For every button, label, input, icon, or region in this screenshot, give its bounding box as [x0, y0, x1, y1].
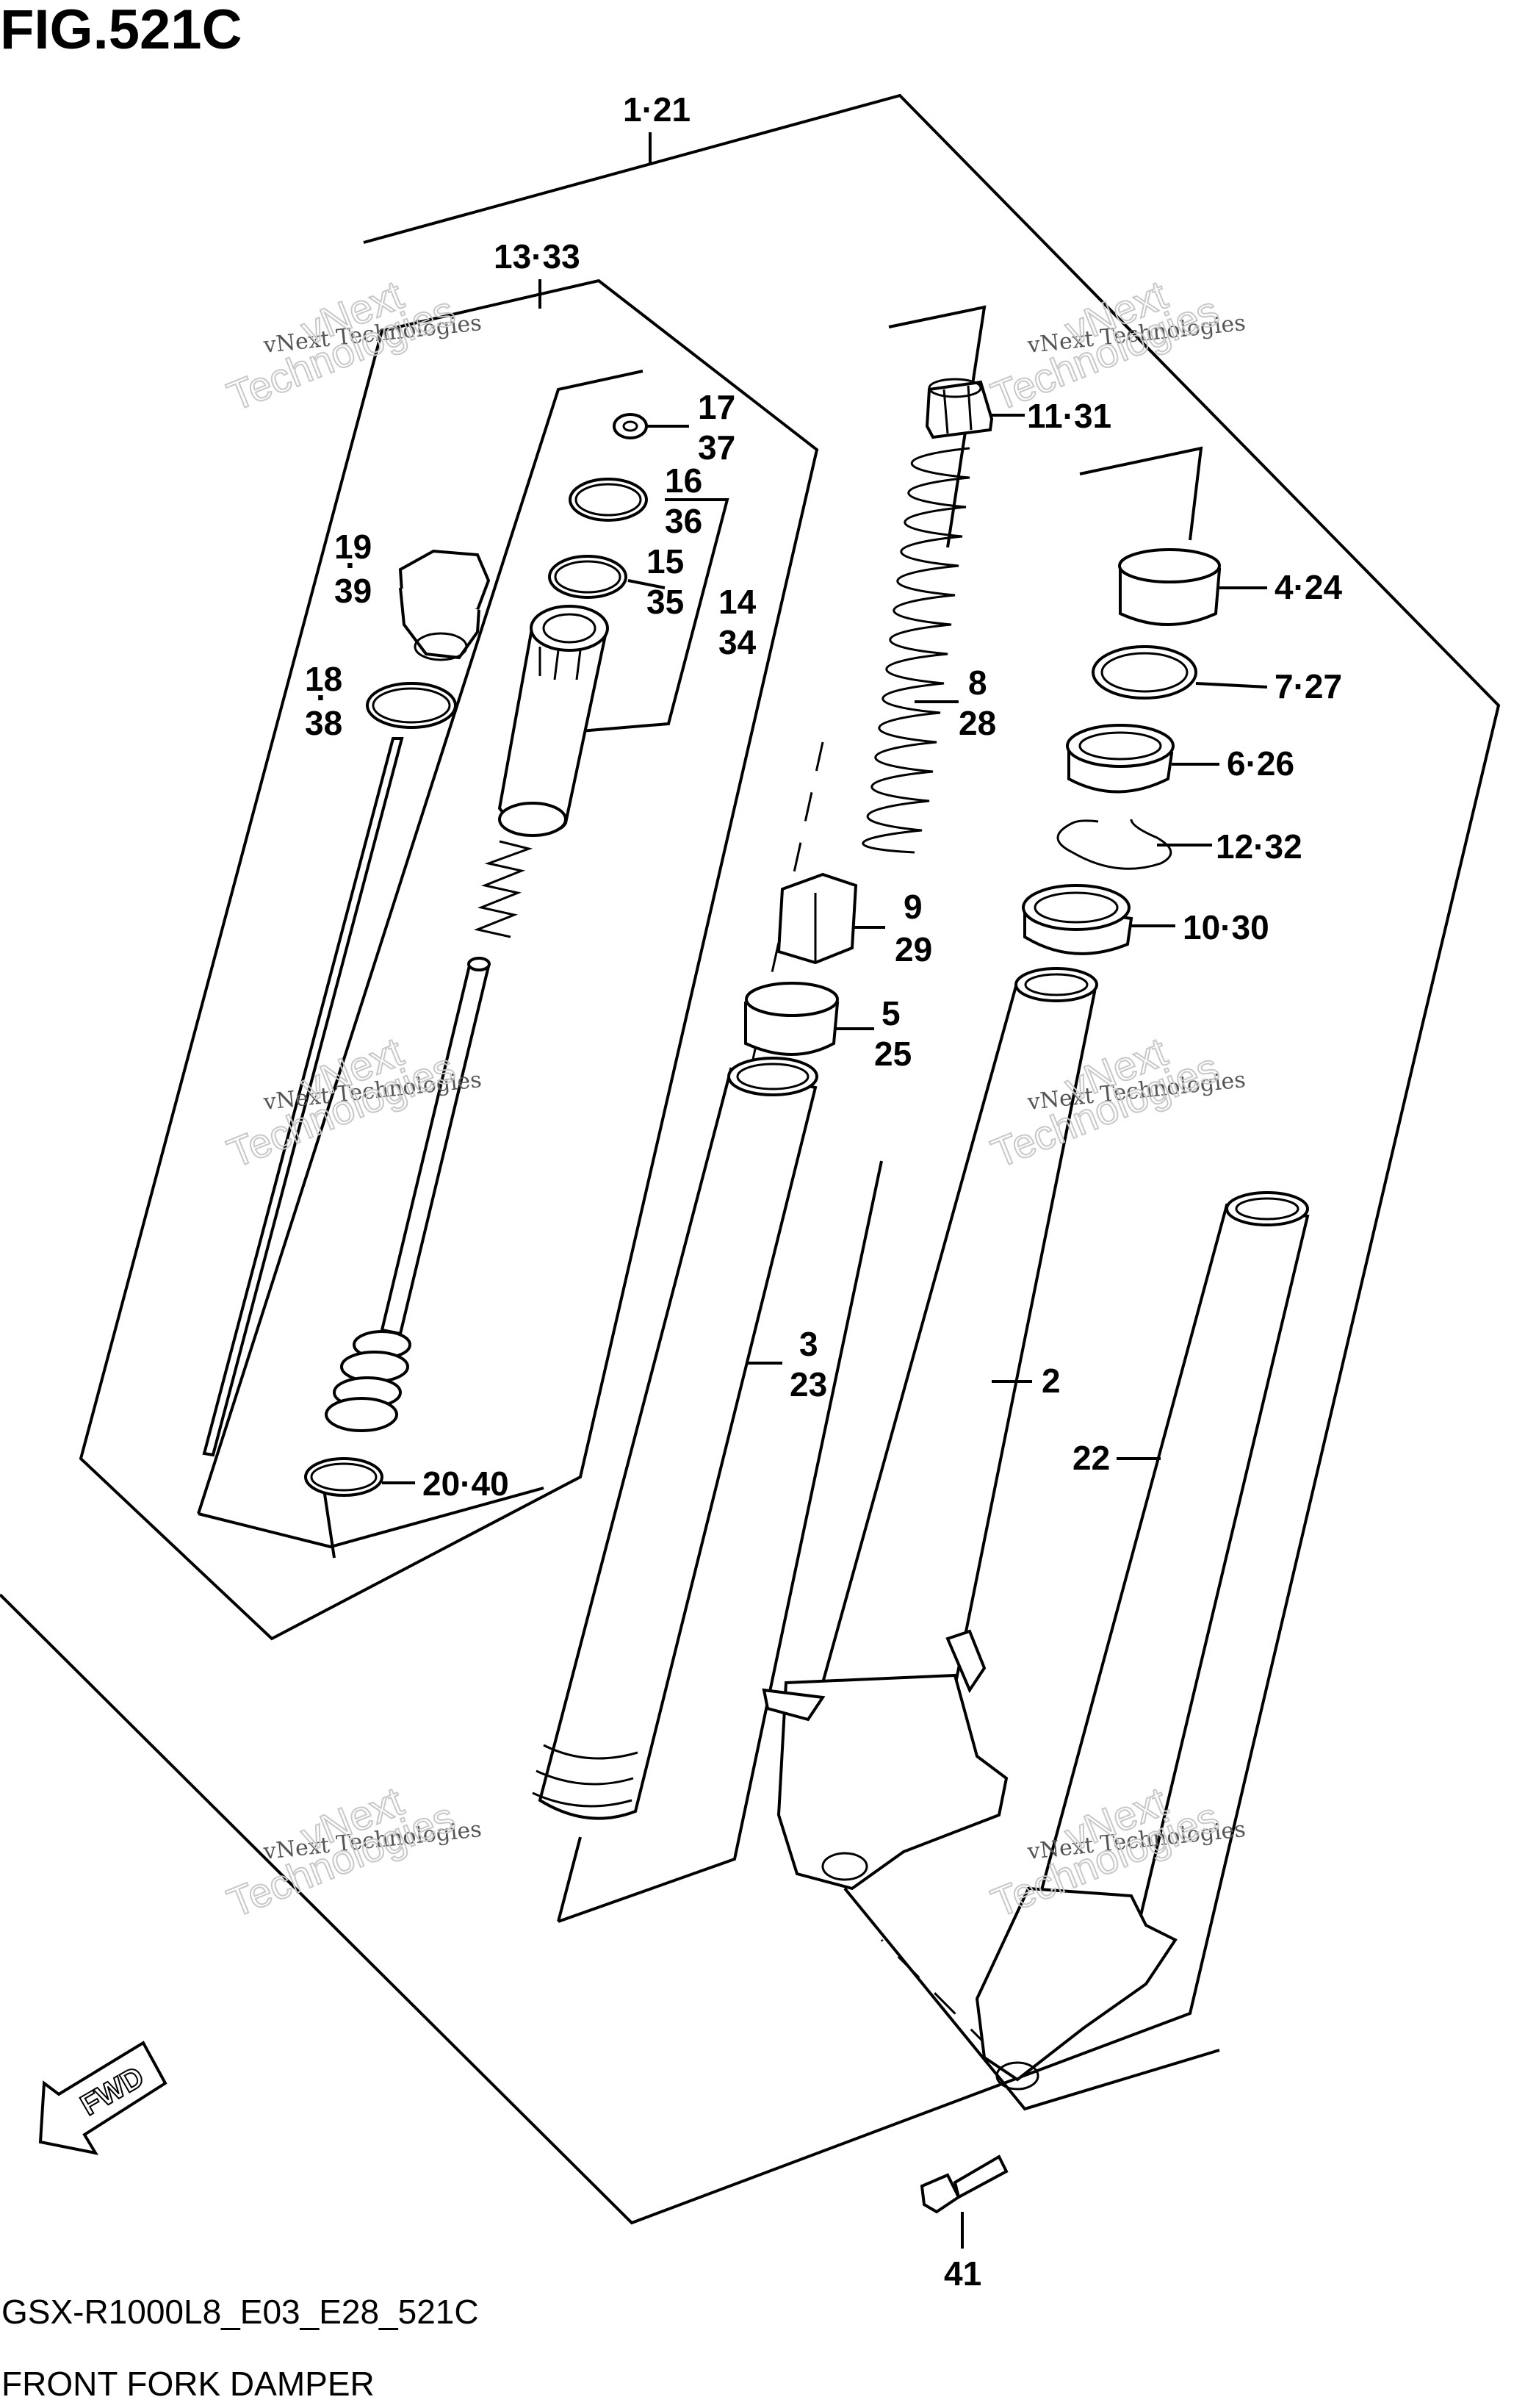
callout-23[interactable]: 23 [790, 1365, 827, 1404]
callout-7-27[interactable]: 7·27 [1275, 667, 1342, 705]
callout-3[interactable]: 3 [799, 1325, 818, 1363]
part-damper-rod[interactable] [202, 737, 404, 1457]
part-nut-17[interactable] [613, 413, 648, 439]
figure-title: FIG.521C [0, 0, 242, 61]
callout-5[interactable]: 5 [882, 994, 901, 1032]
callout-16[interactable]: 16 [665, 461, 702, 500]
assembly-outline-1-21 [0, 93, 1501, 2225]
callout-25[interactable]: 25 [874, 1035, 912, 1073]
part-inner-tube-22[interactable] [975, 1191, 1310, 2091]
part-dust-seal-10[interactable] [1022, 884, 1133, 955]
callout-22[interactable]: 22 [1072, 1439, 1110, 1477]
callout-15[interactable]: 15 [646, 542, 684, 581]
part-stopper-ring-12[interactable] [1056, 819, 1172, 870]
callout-17[interactable]: 17 [698, 388, 735, 426]
damper-outline-13-33 [79, 278, 819, 1641]
watermark-2: vNext Technologies vNext Technologies [984, 270, 1247, 420]
outer-tube-outline [557, 305, 987, 1923]
callout-4-24[interactable]: 4·24 [1275, 568, 1342, 606]
part-cartridge-14[interactable] [497, 605, 609, 837]
model-code: GSX-R1000L8_E03_E28_521C [1, 2293, 479, 2331]
part-spring-stopper-11[interactable] [925, 378, 994, 439]
callout-28[interactable]: 28 [959, 704, 996, 742]
callout-12-32[interactable]: 12·32 [1216, 827, 1302, 866]
callout-2[interactable]: 2 [1042, 1362, 1061, 1400]
center-dash-2 [880, 1938, 993, 2052]
part-ring-20[interactable] [304, 1457, 383, 1497]
callout-36[interactable]: 36 [665, 502, 702, 540]
part-small-spring[interactable] [473, 840, 533, 938]
leader-7-27 [1195, 682, 1268, 689]
callout-8[interactable]: 8 [968, 664, 987, 702]
callout-14[interactable]: 14 [718, 583, 757, 621]
diagram-caption: FRONT FORK DAMPER [1, 2365, 375, 2403]
callout-41[interactable]: 41 [944, 2254, 981, 2293]
callout-20-40[interactable]: 20·40 [422, 1464, 509, 1503]
callout-29[interactable]: 29 [895, 930, 932, 968]
svg-text:·: · [345, 546, 356, 584]
part-slide-bush-4[interactable] [1118, 548, 1222, 626]
part-o-ring-18[interactable] [366, 682, 457, 729]
part-fork-spring-8[interactable] [862, 447, 970, 854]
part-washer-7[interactable] [1092, 645, 1197, 700]
part-piston-rod[interactable] [325, 957, 491, 1432]
callout-1-21[interactable]: 1·21 [623, 90, 691, 129]
callout-18[interactable]: 18 [305, 660, 342, 698]
damper-inner-outline [197, 370, 643, 1559]
callout-37[interactable]: 37 [698, 428, 735, 467]
part-o-ring-16[interactable] [569, 478, 648, 522]
part-oil-seal-6[interactable] [1066, 724, 1175, 794]
callout-38[interactable]: 38 [305, 704, 342, 742]
callout-35[interactable]: 35 [646, 583, 684, 621]
callout-13-33[interactable]: 13·33 [494, 237, 580, 276]
part-outer-tube-3[interactable] [532, 1057, 818, 1820]
callout-10-30[interactable]: 10·30 [1183, 908, 1269, 946]
fwd-arrow-icon [38, 2041, 167, 2155]
part-o-ring-15[interactable] [548, 555, 627, 599]
watermark-1: vNext Technologies vNext Technologies [220, 270, 483, 420]
part-guide-bush-5[interactable] [744, 982, 840, 1056]
part-inner-tube-2[interactable] [762, 967, 1098, 1891]
part-collar-9[interactable] [776, 872, 858, 965]
callout-19[interactable]: 19 [334, 528, 372, 566]
part-cap-bolt-19[interactable] [398, 549, 491, 661]
callout-9[interactable]: 9 [904, 888, 923, 926]
callout-11-31[interactable]: 11·31 [1027, 397, 1111, 435]
callout-39[interactable]: 39 [334, 572, 372, 610]
part-bolt-41[interactable] [920, 2154, 1009, 2214]
callout-6-26[interactable]: 6·26 [1227, 744, 1294, 783]
callout-34[interactable]: 34 [718, 623, 757, 661]
bracket-14 [580, 498, 729, 733]
leader-15 [627, 579, 666, 589]
svg-text:·: · [316, 678, 327, 716]
